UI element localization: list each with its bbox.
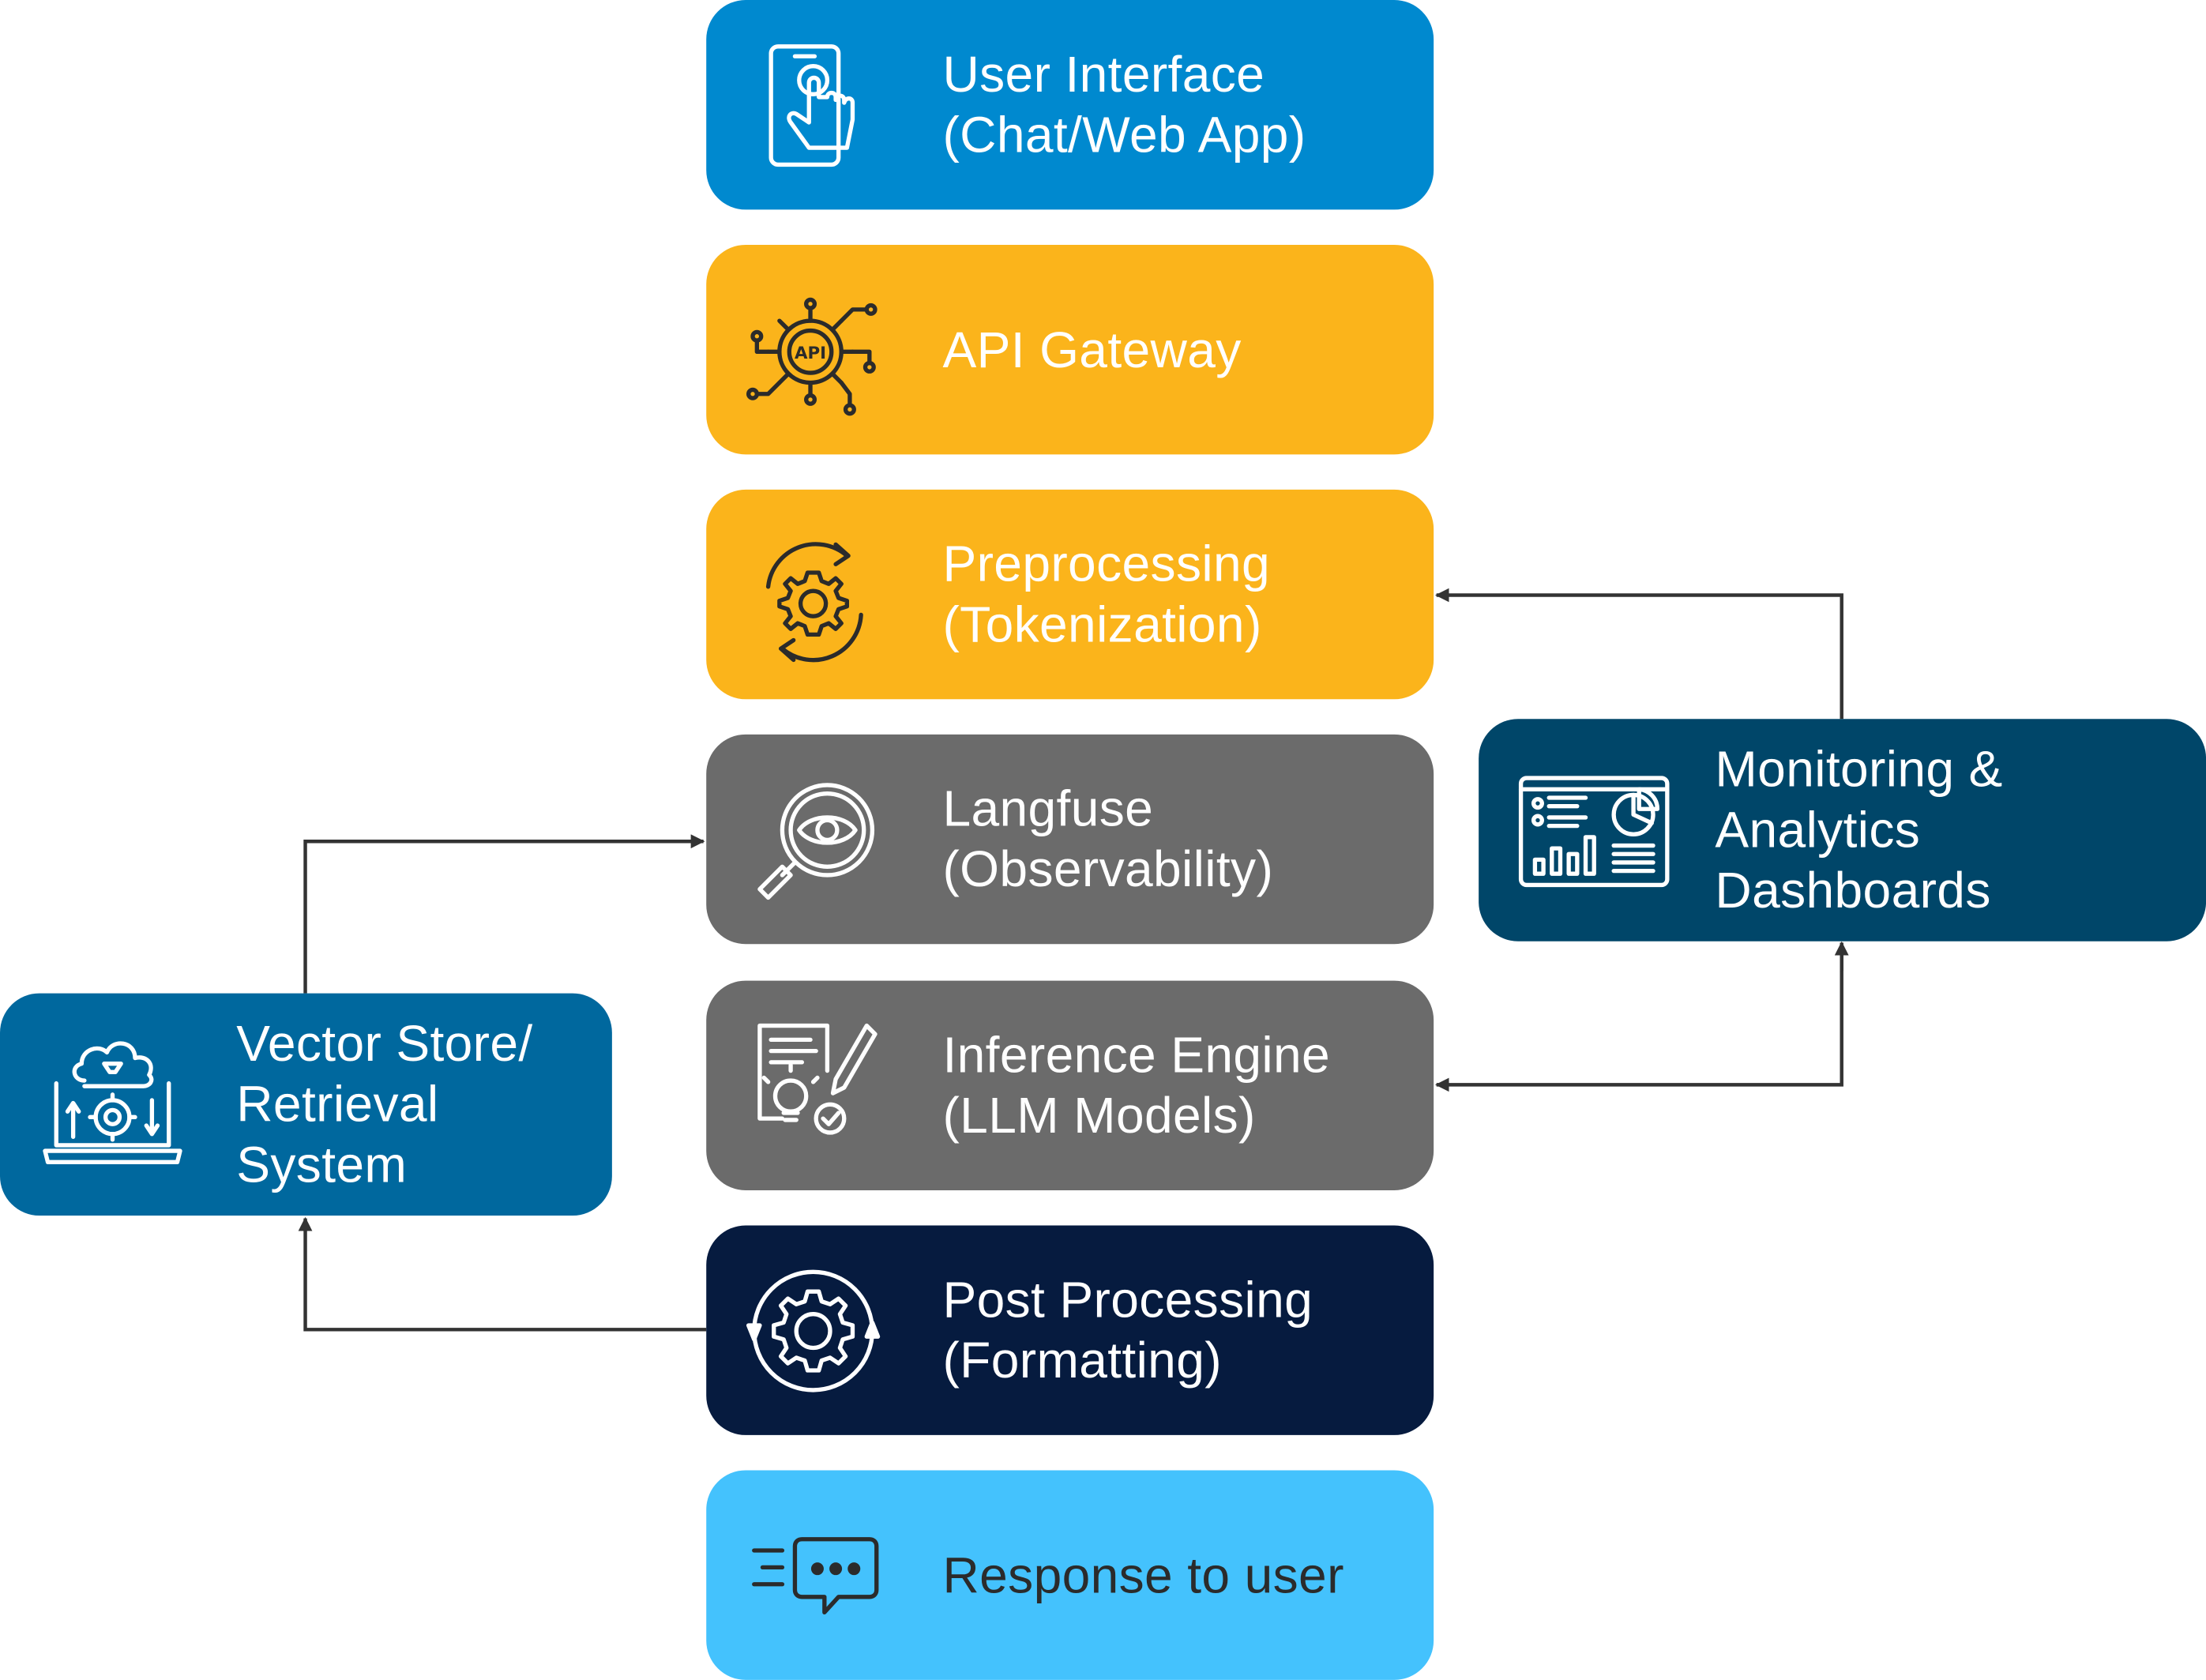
user-interface-box: User Interface (Chat/Web App) bbox=[706, 0, 1434, 210]
chat-bubble-icon bbox=[746, 1505, 886, 1646]
touch-phone-icon bbox=[746, 36, 886, 176]
vector-store-label: Vector Store/ Retrieval System bbox=[236, 1014, 533, 1193]
langfuse-label: Langfuse (Observability) bbox=[942, 779, 1274, 898]
monitoring-label: Monitoring & Analytics Dashboards bbox=[1715, 739, 2003, 919]
api-gateway-label: API Gateway bbox=[942, 321, 1242, 379]
response-label: Response to user bbox=[942, 1546, 1344, 1604]
post-processing-label: Post Processing (Formatting) bbox=[942, 1270, 1313, 1389]
langfuse-box: Langfuse (Observability) bbox=[706, 734, 1434, 945]
post-processing-box: Post Processing (Formatting) bbox=[706, 1225, 1434, 1435]
preprocessing-label: Preprocessing (Tokenization) bbox=[942, 534, 1271, 653]
monitoring-box: Monitoring & Analytics Dashboards bbox=[1479, 719, 2206, 941]
inference-engine-label: Inference Engine (LLM Models) bbox=[942, 1025, 1331, 1144]
connector-vector-to-langfuse bbox=[303, 834, 705, 994]
response-box: Response to user bbox=[706, 1470, 1434, 1680]
cloud-laptop-icon bbox=[42, 1032, 182, 1173]
magnifier-eye-icon bbox=[749, 769, 889, 909]
document-idea-icon bbox=[746, 1014, 886, 1155]
vector-store-box: Vector Store/ Retrieval System bbox=[0, 993, 612, 1216]
user-interface-label: User Interface (Chat/Web App) bbox=[942, 45, 1306, 163]
api-gateway-box: API bbox=[706, 244, 1434, 455]
inference-engine-box: Inference Engine (LLM Models) bbox=[706, 980, 1434, 1190]
dashboard-icon bbox=[1515, 758, 1673, 899]
connector-monitor-to-inference bbox=[1434, 944, 1843, 1092]
rotating-gear-icon bbox=[743, 1261, 884, 1401]
connector-post-to-vector bbox=[298, 1216, 707, 1332]
api-gear-icon: API bbox=[743, 281, 884, 422]
preprocessing-box: Preprocessing (Tokenization) bbox=[706, 489, 1434, 700]
cycle-gear-icon bbox=[743, 524, 884, 665]
svg-text:API: API bbox=[795, 344, 826, 363]
connector-monitor-to-preprocessing bbox=[1434, 588, 1843, 720]
